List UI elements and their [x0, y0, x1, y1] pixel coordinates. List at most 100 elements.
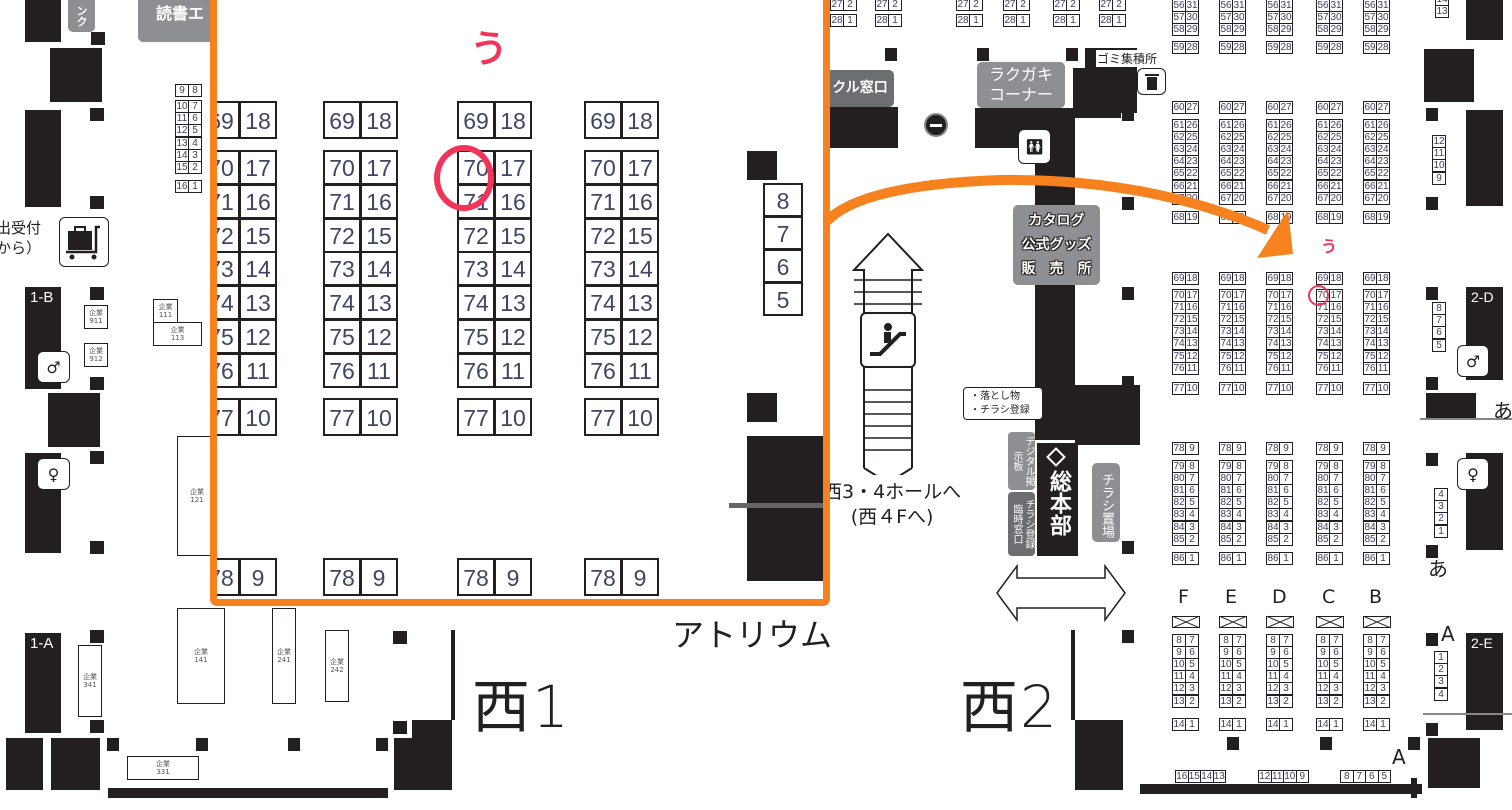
booth[interactable]: 24 [1185, 143, 1199, 157]
booth[interactable]: 73 [584, 251, 622, 287]
booth[interactable]: 9 [621, 558, 659, 596]
booth[interactable]: 2 [1434, 512, 1448, 526]
booth[interactable]: 1 [1185, 552, 1199, 565]
booth[interactable]: 24 [1279, 143, 1293, 157]
booth[interactable]: 28 [875, 14, 889, 27]
booth[interactable]: 60 [1363, 101, 1377, 114]
booth[interactable]: 2 [1232, 694, 1246, 708]
booth[interactable]: 8 [1185, 460, 1199, 473]
booth[interactable]: 11 [360, 352, 398, 388]
booth[interactable]: 2 [843, 0, 857, 11]
booth[interactable]: 62 [1266, 131, 1280, 145]
booth[interactable]: 58 [1363, 23, 1377, 37]
booth[interactable]: 80 [1172, 472, 1186, 486]
booth[interactable]: 62 [1219, 131, 1233, 145]
booth[interactable]: 80 [1363, 472, 1377, 486]
booth[interactable]: 19 [1185, 211, 1199, 224]
booth[interactable]: 12 [494, 319, 532, 354]
booth[interactable]: 5 [1329, 658, 1343, 672]
booth[interactable]: 4 [1185, 670, 1199, 684]
booth[interactable]: 14 [1172, 718, 1186, 731]
booth[interactable]: 86 [1363, 552, 1377, 565]
booth[interactable]: 71 [1363, 301, 1377, 315]
booth[interactable]: 18 [360, 101, 398, 139]
booth[interactable]: 5 [188, 124, 202, 138]
booth[interactable]: 82 [1172, 496, 1186, 510]
booth[interactable]: 3 [1376, 682, 1390, 696]
booth[interactable]: 1 [1232, 552, 1246, 565]
booth[interactable]: 69 [1316, 272, 1330, 285]
booth[interactable]: 28 [1185, 41, 1199, 54]
booth[interactable]: 4 [188, 136, 202, 150]
booth[interactable]: 9 [1219, 646, 1233, 660]
booth[interactable]: 26 [1232, 119, 1246, 132]
booth[interactable]: 16 [1175, 770, 1189, 783]
booth[interactable]: 81 [1172, 484, 1186, 498]
booth[interactable]: 9 [239, 558, 277, 596]
booth[interactable]: 4 [1279, 670, 1293, 684]
booth[interactable]: 25 [1329, 131, 1343, 145]
booth[interactable]: 10 [175, 100, 189, 113]
booth[interactable]: 5 [1376, 658, 1390, 672]
booth[interactable]: 72 [584, 217, 622, 253]
booth[interactable]: 82 [1363, 496, 1377, 510]
booth[interactable]: 11 [1316, 670, 1330, 684]
booth[interactable]: 4 [1434, 687, 1448, 701]
booth[interactable]: 1 [1329, 718, 1343, 731]
booth[interactable]: 78 [1363, 442, 1377, 455]
booth[interactable]: 1 [1434, 651, 1448, 664]
booth[interactable]: 8 [1363, 634, 1377, 647]
booth[interactable]: 62 [1316, 131, 1330, 145]
booth[interactable]: 7 [1232, 472, 1246, 486]
booth[interactable]: 7 [1329, 634, 1343, 647]
booth[interactable]: 12 [1266, 682, 1280, 696]
booth[interactable]: 21 [1376, 179, 1390, 193]
booth[interactable]: 65 [1266, 167, 1280, 181]
booth[interactable]: 10 [621, 398, 659, 436]
booth[interactable]: 12 [1185, 349, 1199, 363]
booth[interactable]: 11 [1363, 670, 1377, 684]
booth[interactable]: 70 [1363, 289, 1377, 302]
booth[interactable]: 9 [494, 558, 532, 596]
booth[interactable]: 27 [830, 0, 844, 11]
booth[interactable]: 18 [1232, 272, 1246, 285]
booth[interactable]: 13 [1363, 694, 1377, 708]
booth[interactable]: 72 [217, 217, 240, 253]
booth[interactable]: 2 [188, 161, 202, 174]
booth[interactable]: 4 [1376, 670, 1390, 684]
booth[interactable]: 75 [1172, 349, 1186, 363]
booth[interactable]: 14 [1363, 718, 1377, 731]
booth[interactable]: 67 [1266, 191, 1280, 205]
booth[interactable]: 25 [1376, 131, 1390, 145]
booth[interactable]: 66 [1316, 179, 1330, 193]
booth[interactable]: 83 [1219, 508, 1233, 522]
booth[interactable]: 7 [1432, 314, 1446, 328]
booth[interactable]: 71 [323, 183, 361, 219]
booth[interactable]: 16 [621, 183, 659, 219]
booth[interactable]: 65 [1363, 167, 1377, 181]
booth[interactable]: 27 [956, 0, 970, 11]
booth[interactable]: 2 [1376, 532, 1390, 546]
booth[interactable]: 3 [1279, 520, 1293, 534]
booth[interactable]: 5 [1185, 658, 1199, 672]
booth[interactable]: 1 [1434, 524, 1448, 538]
booth[interactable]: 80 [1219, 472, 1233, 486]
booth[interactable]: 11 [1185, 361, 1199, 375]
booth[interactable]: 66 [1266, 179, 1280, 193]
booth[interactable]: 62 [1172, 131, 1186, 145]
booth[interactable]: 20 [1185, 191, 1199, 205]
booth[interactable]: 22 [1232, 167, 1246, 181]
booth[interactable]: 29 [1376, 23, 1390, 37]
booth[interactable]: 16 [1185, 301, 1199, 315]
booth[interactable]: 76 [1316, 361, 1330, 375]
booth[interactable]: 69 [584, 101, 622, 139]
booth[interactable]: 15 [1376, 313, 1390, 327]
booth[interactable]: 9 [1232, 442, 1246, 455]
booth[interactable]: 66 [1219, 179, 1233, 193]
booth[interactable]: 83 [1316, 508, 1330, 522]
booth[interactable]: 85 [1316, 532, 1330, 546]
booth[interactable]: 15 [175, 161, 189, 174]
booth[interactable]: 3 [1329, 682, 1343, 696]
